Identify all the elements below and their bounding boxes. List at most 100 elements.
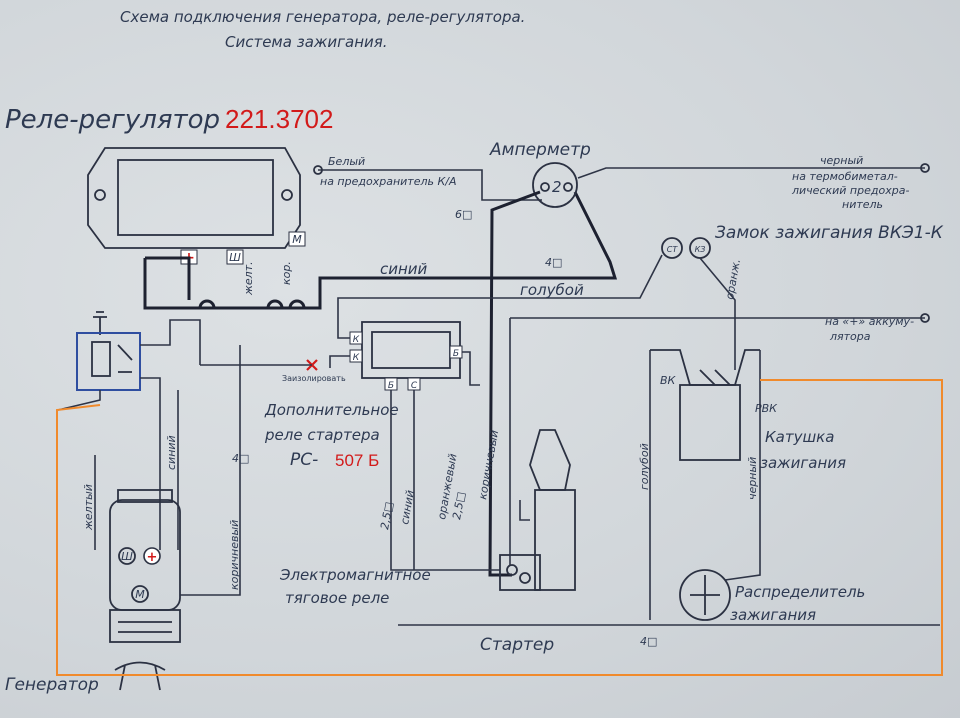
- title-line-1: Схема подключения генератора, реле-регул…: [120, 8, 525, 26]
- ammeter-terminal-right: [563, 182, 573, 192]
- battery-label-2: лятора: [829, 330, 871, 343]
- regulator-m-label: М: [292, 233, 302, 246]
- regulator-model: 221.3702: [225, 104, 333, 134]
- battery-label-1: на «+» аккуму-: [825, 315, 914, 328]
- relay-b2-label: Б: [388, 381, 394, 391]
- wire-relay-b: [462, 351, 480, 386]
- solenoid-terminal-2: [519, 572, 531, 584]
- wire-ammeter-to-solenoid: [488, 190, 541, 577]
- starter-relay-label-2: реле стартера: [264, 426, 380, 444]
- ammeter-mark: 2: [552, 178, 562, 196]
- wire-brown-starter-label: коричневый: [476, 429, 501, 500]
- orange-overlay-wire: [56, 379, 943, 676]
- title-line-2: Система зажигания.: [225, 33, 388, 51]
- battery-wire-end: [920, 313, 930, 323]
- black-wire-end: [920, 163, 930, 173]
- wire-blue-starter-label: синий: [398, 489, 417, 525]
- starter-nose: [529, 429, 571, 491]
- generator-terminal-plus: [143, 547, 161, 565]
- generator-label: Генератор: [5, 675, 99, 695]
- wire-4a-label: 4□: [545, 256, 562, 269]
- relay-c-label: С: [411, 381, 418, 391]
- generator-terminal-sh: [118, 547, 136, 565]
- wire-relay-yellow: [57, 390, 101, 411]
- coil-label-2: зажигания: [760, 454, 846, 472]
- left-relay-coil: [91, 341, 111, 377]
- regulator-mount-left: [94, 189, 106, 201]
- regulator-terminal-m: [288, 231, 306, 247]
- relay-k2-label: К: [353, 353, 360, 363]
- insulate-note: Заизолировать: [282, 374, 346, 383]
- wire-brown-label: коричневый: [228, 520, 241, 590]
- wire-6-label: 6□: [455, 208, 472, 221]
- starter-relay-window: [371, 331, 451, 369]
- generator-terminal-m: [131, 585, 149, 603]
- regulator-window: [117, 159, 274, 236]
- regulator-sh-label: Ш: [229, 251, 241, 264]
- relay-ground-icon: [93, 311, 107, 335]
- ignition-terminal-st: [661, 237, 683, 259]
- wire-relay-to-generator: [140, 377, 161, 550]
- coil-label-1: Катушка: [765, 428, 834, 446]
- ignition-st-label: СТ: [667, 245, 679, 254]
- wire-4b-label: 4□: [232, 452, 249, 465]
- starter-relay-label-1: Дополнительное: [264, 401, 399, 419]
- generator-sh-label: Ш: [121, 550, 133, 563]
- wire-25-label: 2,5□: [378, 501, 396, 531]
- distributor-body: [679, 569, 731, 621]
- regulator-terminal-sh: [226, 249, 244, 265]
- wire-4c-label: 4□: [640, 635, 657, 648]
- wire-relay-b2: [390, 390, 500, 571]
- harness-crossings: [198, 299, 306, 309]
- starter-relay-body: [361, 321, 461, 379]
- wire-relay-to-regulator: [140, 319, 201, 365]
- starter-bracket: [519, 500, 530, 521]
- left-relay-frame: [76, 332, 141, 391]
- wire-white: [318, 169, 542, 201]
- solenoid-terminal-1: [506, 564, 518, 576]
- wire-yellow-reg-label: желт.: [242, 261, 255, 296]
- solenoid-label-2: тяговое реле: [285, 589, 389, 607]
- white-wire-end: [313, 165, 323, 175]
- wire-black-top-note-3: нитель: [842, 198, 883, 211]
- left-relay-contacts: [117, 344, 133, 373]
- starter-housing: [534, 489, 576, 591]
- regulator-bold-harness: [143, 191, 618, 310]
- wire-black-top-note-2: лический предохра-: [791, 184, 909, 197]
- wire-black-coil-label: черный: [746, 457, 759, 500]
- wire-relay-k1: [337, 335, 350, 339]
- wire-white-label: Белый: [328, 155, 365, 168]
- generator-pulley-housing: [109, 609, 181, 643]
- coil-rvk-label: РВК: [755, 402, 778, 415]
- starter-label: Стартер: [480, 635, 554, 655]
- wire-yellow-gen-label: желтый: [82, 484, 95, 531]
- relay-k1-label: К: [353, 335, 360, 345]
- wire-orange-label: оранж.: [723, 258, 743, 301]
- coil-terminals: [699, 369, 731, 386]
- relay-b-label: Б: [453, 349, 459, 359]
- regulator-body: [87, 147, 301, 249]
- solenoid-body: [499, 554, 541, 591]
- distributor-rotor-icon: [690, 575, 720, 615]
- wire-brown-reg-label: кор.: [280, 261, 293, 285]
- wire-blue-top-label: синий: [380, 260, 428, 278]
- ignition-switch-label: Замок зажигания ВКЭ1-К: [715, 223, 944, 243]
- wire-black-coil: [724, 350, 761, 581]
- wire-lightblue-coil-label: голубой: [638, 443, 651, 490]
- generator-rotation-arrows-icon: [114, 661, 166, 691]
- wire-black-top: [577, 167, 925, 179]
- ammeter-label: Амперметр: [489, 140, 591, 160]
- coil-vk-label: ВК: [660, 374, 677, 387]
- generator-fins: [118, 621, 172, 633]
- wire-black-top-note-1: на термобиметал-: [792, 170, 898, 183]
- wire-white-note: на предохранитель К/А: [320, 175, 457, 188]
- generator-top-cap: [117, 489, 173, 503]
- ammeter-terminal-left: [540, 182, 550, 192]
- ignition-kz-label: КЗ: [695, 245, 706, 254]
- regulator-label: Реле-регулятор: [5, 105, 220, 135]
- coil-body: [679, 384, 741, 461]
- wire-lightblue-top: [337, 254, 663, 335]
- distributor-label-1: Распределитель: [735, 583, 865, 601]
